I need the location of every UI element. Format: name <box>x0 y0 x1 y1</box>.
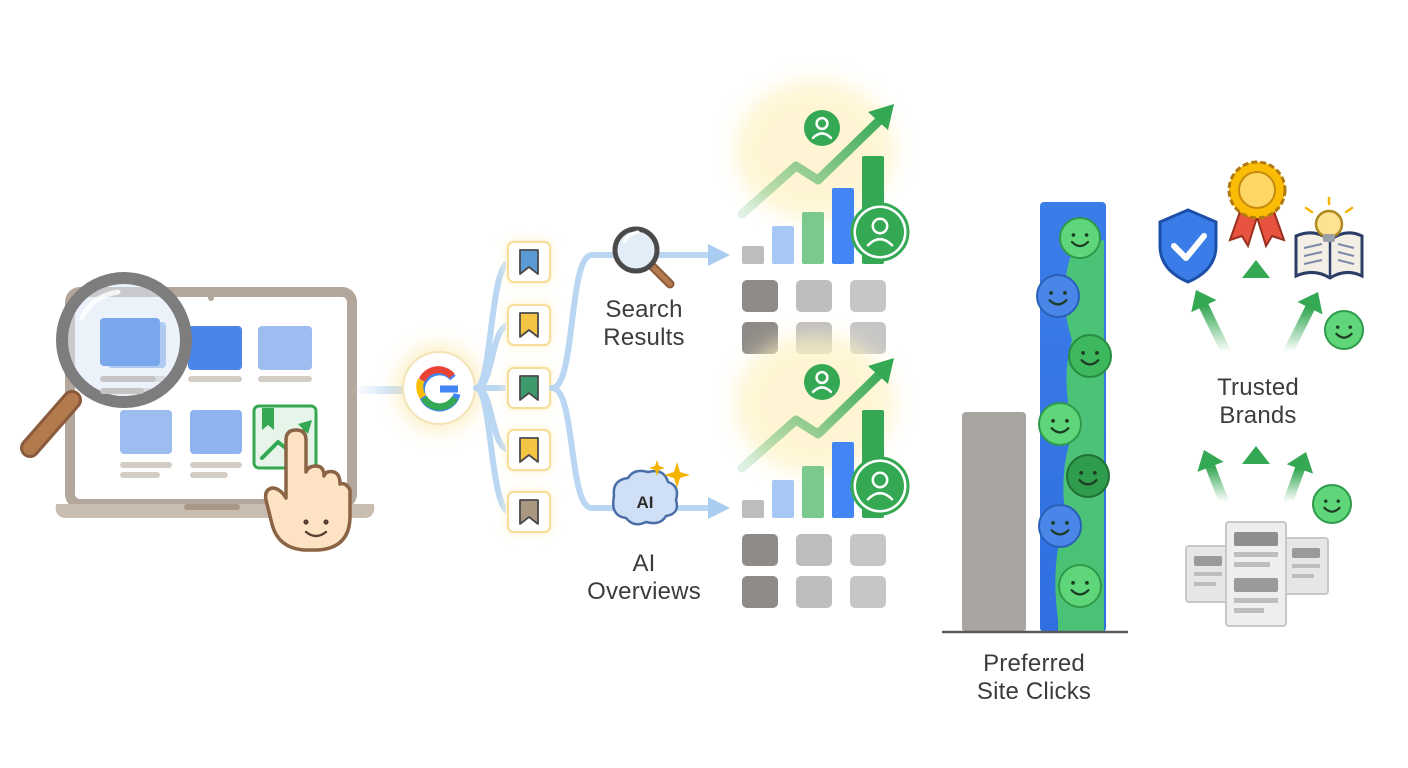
smiley-icon <box>1066 454 1110 498</box>
growth-arrow-icon <box>737 358 894 473</box>
ai-overviews-label-line2: Overviews <box>587 578 701 605</box>
growth-bar <box>772 480 794 518</box>
growth-bar <box>742 246 764 264</box>
arrow-up-icon <box>1242 260 1270 357</box>
result-tile <box>742 280 778 312</box>
preferred-site-clicks-label-line1: Preferred <box>983 650 1085 677</box>
baseline-clicks-bar <box>962 412 1026 632</box>
magnifier-icon <box>20 272 192 458</box>
bookmark-column <box>506 240 552 534</box>
result-tile <box>850 534 886 566</box>
result-tile <box>796 534 832 566</box>
smiley-icon <box>1312 484 1352 524</box>
smiley-icon <box>1058 564 1102 608</box>
brain-icon: AI <box>612 469 679 526</box>
trusted-brands-label-line2: Brands <box>1219 402 1297 429</box>
user-icon <box>804 110 840 146</box>
arrow-up-icon <box>1283 452 1314 507</box>
search-results-growth-chart <box>735 80 910 354</box>
result-tile <box>796 280 832 312</box>
smiley-icon <box>1059 217 1101 259</box>
search-results-label-line2: Results <box>603 324 685 351</box>
shield-check-icon <box>1158 208 1218 284</box>
ai-badge-text: AI <box>637 493 654 512</box>
result-tile <box>850 280 886 312</box>
result-tile <box>742 576 778 608</box>
arrow-up-icon <box>1197 450 1229 507</box>
preferred-site-clicks-label-line2: Site Clicks <box>976 678 1092 705</box>
user-icon <box>804 364 840 400</box>
search-results-label-line1: Search <box>605 296 683 323</box>
user-icon <box>850 202 910 262</box>
growth-bar <box>802 212 824 264</box>
smiley-icon <box>1038 504 1082 548</box>
growth-bar <box>802 466 824 518</box>
arrow-to-ai-chart <box>708 497 730 519</box>
smiley-icon <box>1068 334 1112 378</box>
google-logo-icon <box>397 346 481 430</box>
smiley-icon <box>1038 402 1082 446</box>
search-icon <box>612 226 675 289</box>
pointing-hand-icon <box>263 428 352 552</box>
bookmark-icon <box>506 366 552 410</box>
result-tile <box>796 576 832 608</box>
document-icon <box>1185 521 1329 627</box>
arrow-up-icon <box>1283 292 1323 357</box>
preferred-site-clicks-label: Preferred Site Clicks <box>944 650 1124 706</box>
bookmark-icon <box>506 303 552 347</box>
user-icon <box>850 456 910 516</box>
award-ribbon-icon <box>1227 160 1287 249</box>
search-results-label: Search Results <box>574 296 714 352</box>
ai-overviews-growth-chart <box>735 334 910 608</box>
bookmark-connectors <box>473 259 513 515</box>
bookmark-icon <box>506 428 552 472</box>
trust-arrows <box>1191 260 1323 507</box>
trusted-brands-label: Trusted Brands <box>1188 374 1328 430</box>
result-tile <box>850 576 886 608</box>
output-connectors <box>549 252 719 511</box>
result-tile <box>742 534 778 566</box>
arrow-up-icon <box>1242 446 1270 507</box>
bookmark-icon <box>506 240 552 284</box>
growth-bar <box>742 500 764 518</box>
result-tile <box>742 322 778 354</box>
arrow-up-icon <box>1191 290 1231 357</box>
growth-bar <box>772 226 794 264</box>
brand-smileys <box>1312 310 1364 524</box>
clicks-comparison-bars <box>942 202 1128 634</box>
growth-bar <box>832 188 854 264</box>
ai-overviews-label-line1: AI <box>632 550 656 577</box>
growth-bar <box>832 442 854 518</box>
smiley-crowd <box>1036 217 1112 632</box>
bookmark-icon <box>506 490 552 534</box>
feed-connector <box>350 386 408 394</box>
lightbulb-book-icon <box>1294 196 1364 280</box>
ai-overviews-label: AI Overviews <box>564 550 724 606</box>
sparkle-icon <box>649 460 690 488</box>
smiley-icon <box>1036 274 1080 318</box>
smiley-icon <box>1324 310 1364 350</box>
arrow-to-search-chart <box>708 244 730 266</box>
growth-arrow-icon <box>737 104 894 219</box>
trusted-brands-label-line1: Trusted <box>1217 374 1299 401</box>
